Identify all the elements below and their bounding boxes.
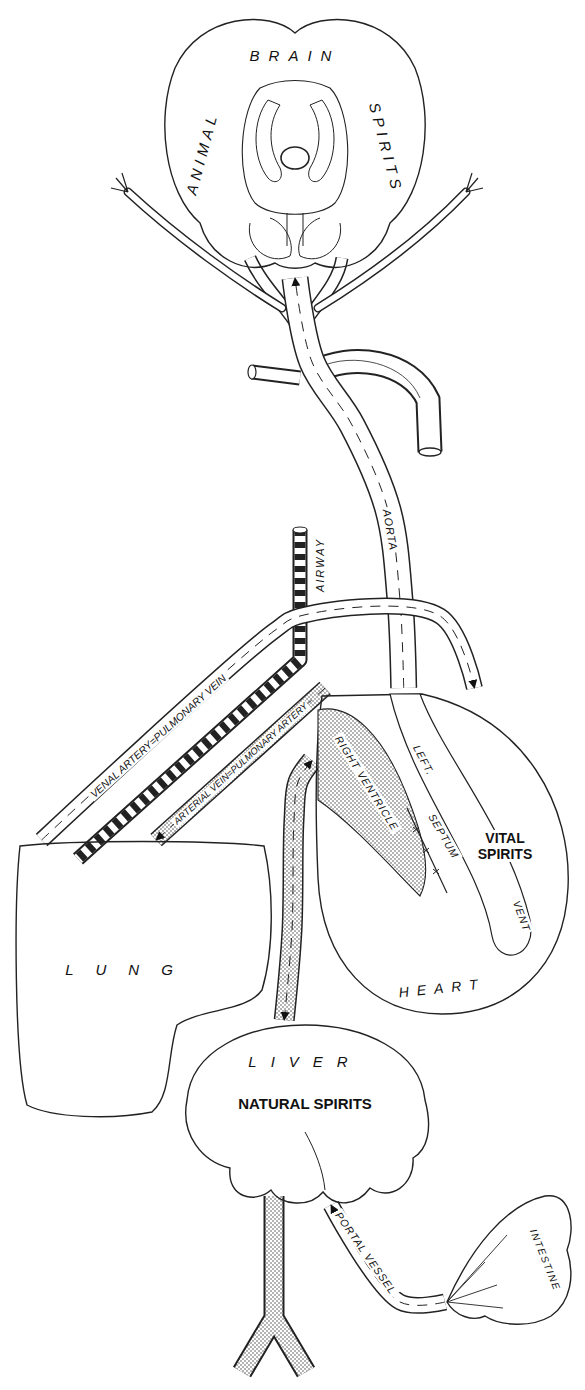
organ-drawing	[186, 1025, 429, 1203]
arm-vessel	[128, 192, 282, 308]
organ-drawing	[316, 694, 568, 1014]
vena-cava-vessel	[284, 761, 312, 1020]
spirit-label: NATURAL SPIRITS	[238, 1095, 372, 1112]
organ-name: LIVER	[248, 1053, 361, 1070]
vena-cava-lower	[242, 1196, 306, 1372]
organ-drawing	[16, 842, 271, 1117]
spirit-label: SPIRITS	[366, 101, 407, 196]
organ-drawing	[305, 1132, 325, 1190]
vessel-wall	[295, 278, 404, 688]
vessel-label: VENAL ARTERY=PULMONARY VEIN	[86, 671, 230, 802]
vessel-branches	[111, 173, 128, 192]
organ-name: BRAIN	[250, 47, 341, 64]
organ-name: LUNG	[65, 961, 195, 978]
organ-drawing	[390, 694, 531, 955]
flow-line	[295, 278, 404, 688]
organ-name: HEART	[398, 975, 486, 1000]
vessel-wall	[331, 1205, 445, 1305]
flow-line	[284, 761, 312, 1020]
organ-drawing	[249, 218, 291, 259]
heart-organ: RIGHT VENTRICLELEFT.SEPTUMVITAL SPIRITSV…	[312, 688, 574, 1018]
organ-drawing	[281, 147, 309, 169]
organ-drawing	[242, 81, 347, 215]
organ-outline	[12, 840, 274, 1120]
vessel-label: ARTERIAL VEIN=PULMONARY ARTERY	[170, 700, 311, 829]
brain-organ: BRAIN ANIMAL SPIRITS	[150, 8, 440, 278]
organ-outline	[175, 1020, 435, 1205]
vessel-cut-end	[248, 365, 256, 379]
vessel-label: PORTAL VESSEL	[332, 1208, 400, 1298]
liver-organ: LIVER NATURAL SPIRITS	[175, 1020, 435, 1205]
vessel-cut-end	[419, 448, 441, 456]
arm-vessel	[128, 192, 282, 308]
vessel-label: AORTA	[380, 506, 400, 553]
flow-line	[331, 1205, 445, 1305]
organ-drawing	[256, 100, 281, 182]
vessel-cut-end	[293, 527, 307, 533]
arm-vessel	[318, 192, 466, 308]
vena-cava-lower	[242, 1196, 306, 1372]
lung-organ: LUNG	[12, 840, 274, 1120]
branch-stub	[252, 372, 300, 378]
organ-name: INTESTINE	[527, 1227, 562, 1292]
spirit-label: ANIMAL	[183, 109, 222, 196]
arm-vessel	[318, 192, 466, 308]
vessel-lumen	[284, 761, 312, 1020]
branch-stub	[252, 372, 300, 378]
organ-outline	[445, 1190, 575, 1330]
portal-vessel	[331, 1205, 445, 1305]
aorta-vessel	[295, 278, 404, 688]
vessel-branches	[466, 173, 483, 192]
vessel-lumen	[331, 1205, 445, 1305]
spirit-label: VITAL SPIRITS	[467, 830, 543, 862]
organ-drawing	[165, 19, 425, 268]
organ-drawing	[299, 218, 341, 259]
organ-drawing	[447, 1196, 571, 1325]
vessel-lumen	[295, 278, 404, 688]
organ-drawing	[447, 1235, 507, 1308]
vessel-wall	[284, 761, 312, 1020]
organ-drawing	[287, 213, 303, 246]
organ-drawing	[309, 100, 334, 182]
airway-label: AIRWAY	[314, 536, 327, 594]
intestine-organ: INTESTINE	[445, 1190, 575, 1330]
